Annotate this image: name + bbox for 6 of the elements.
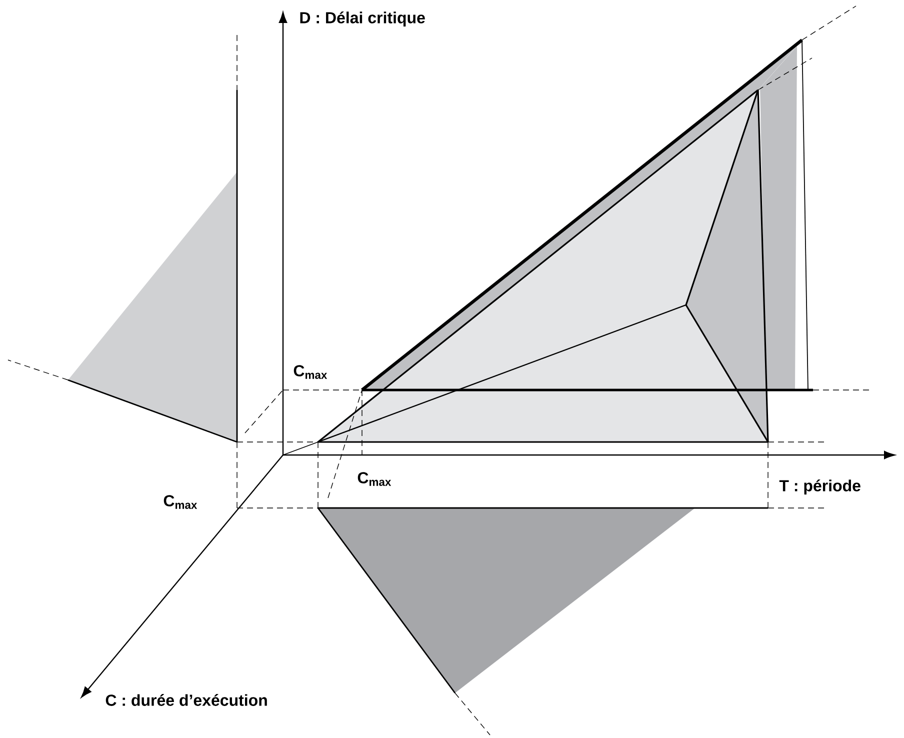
axis-label: D : Délai critique (300, 11, 425, 27)
axis-label: T : période (779, 479, 860, 495)
axis-value-label: C$_{max}$ (358, 472, 392, 486)
axis-label: C : durée d’exécution (106, 694, 267, 706)
axis-value-label: C$_{max}$ (294, 365, 328, 379)
axis-value-label: C$_{max}$ (164, 495, 198, 509)
